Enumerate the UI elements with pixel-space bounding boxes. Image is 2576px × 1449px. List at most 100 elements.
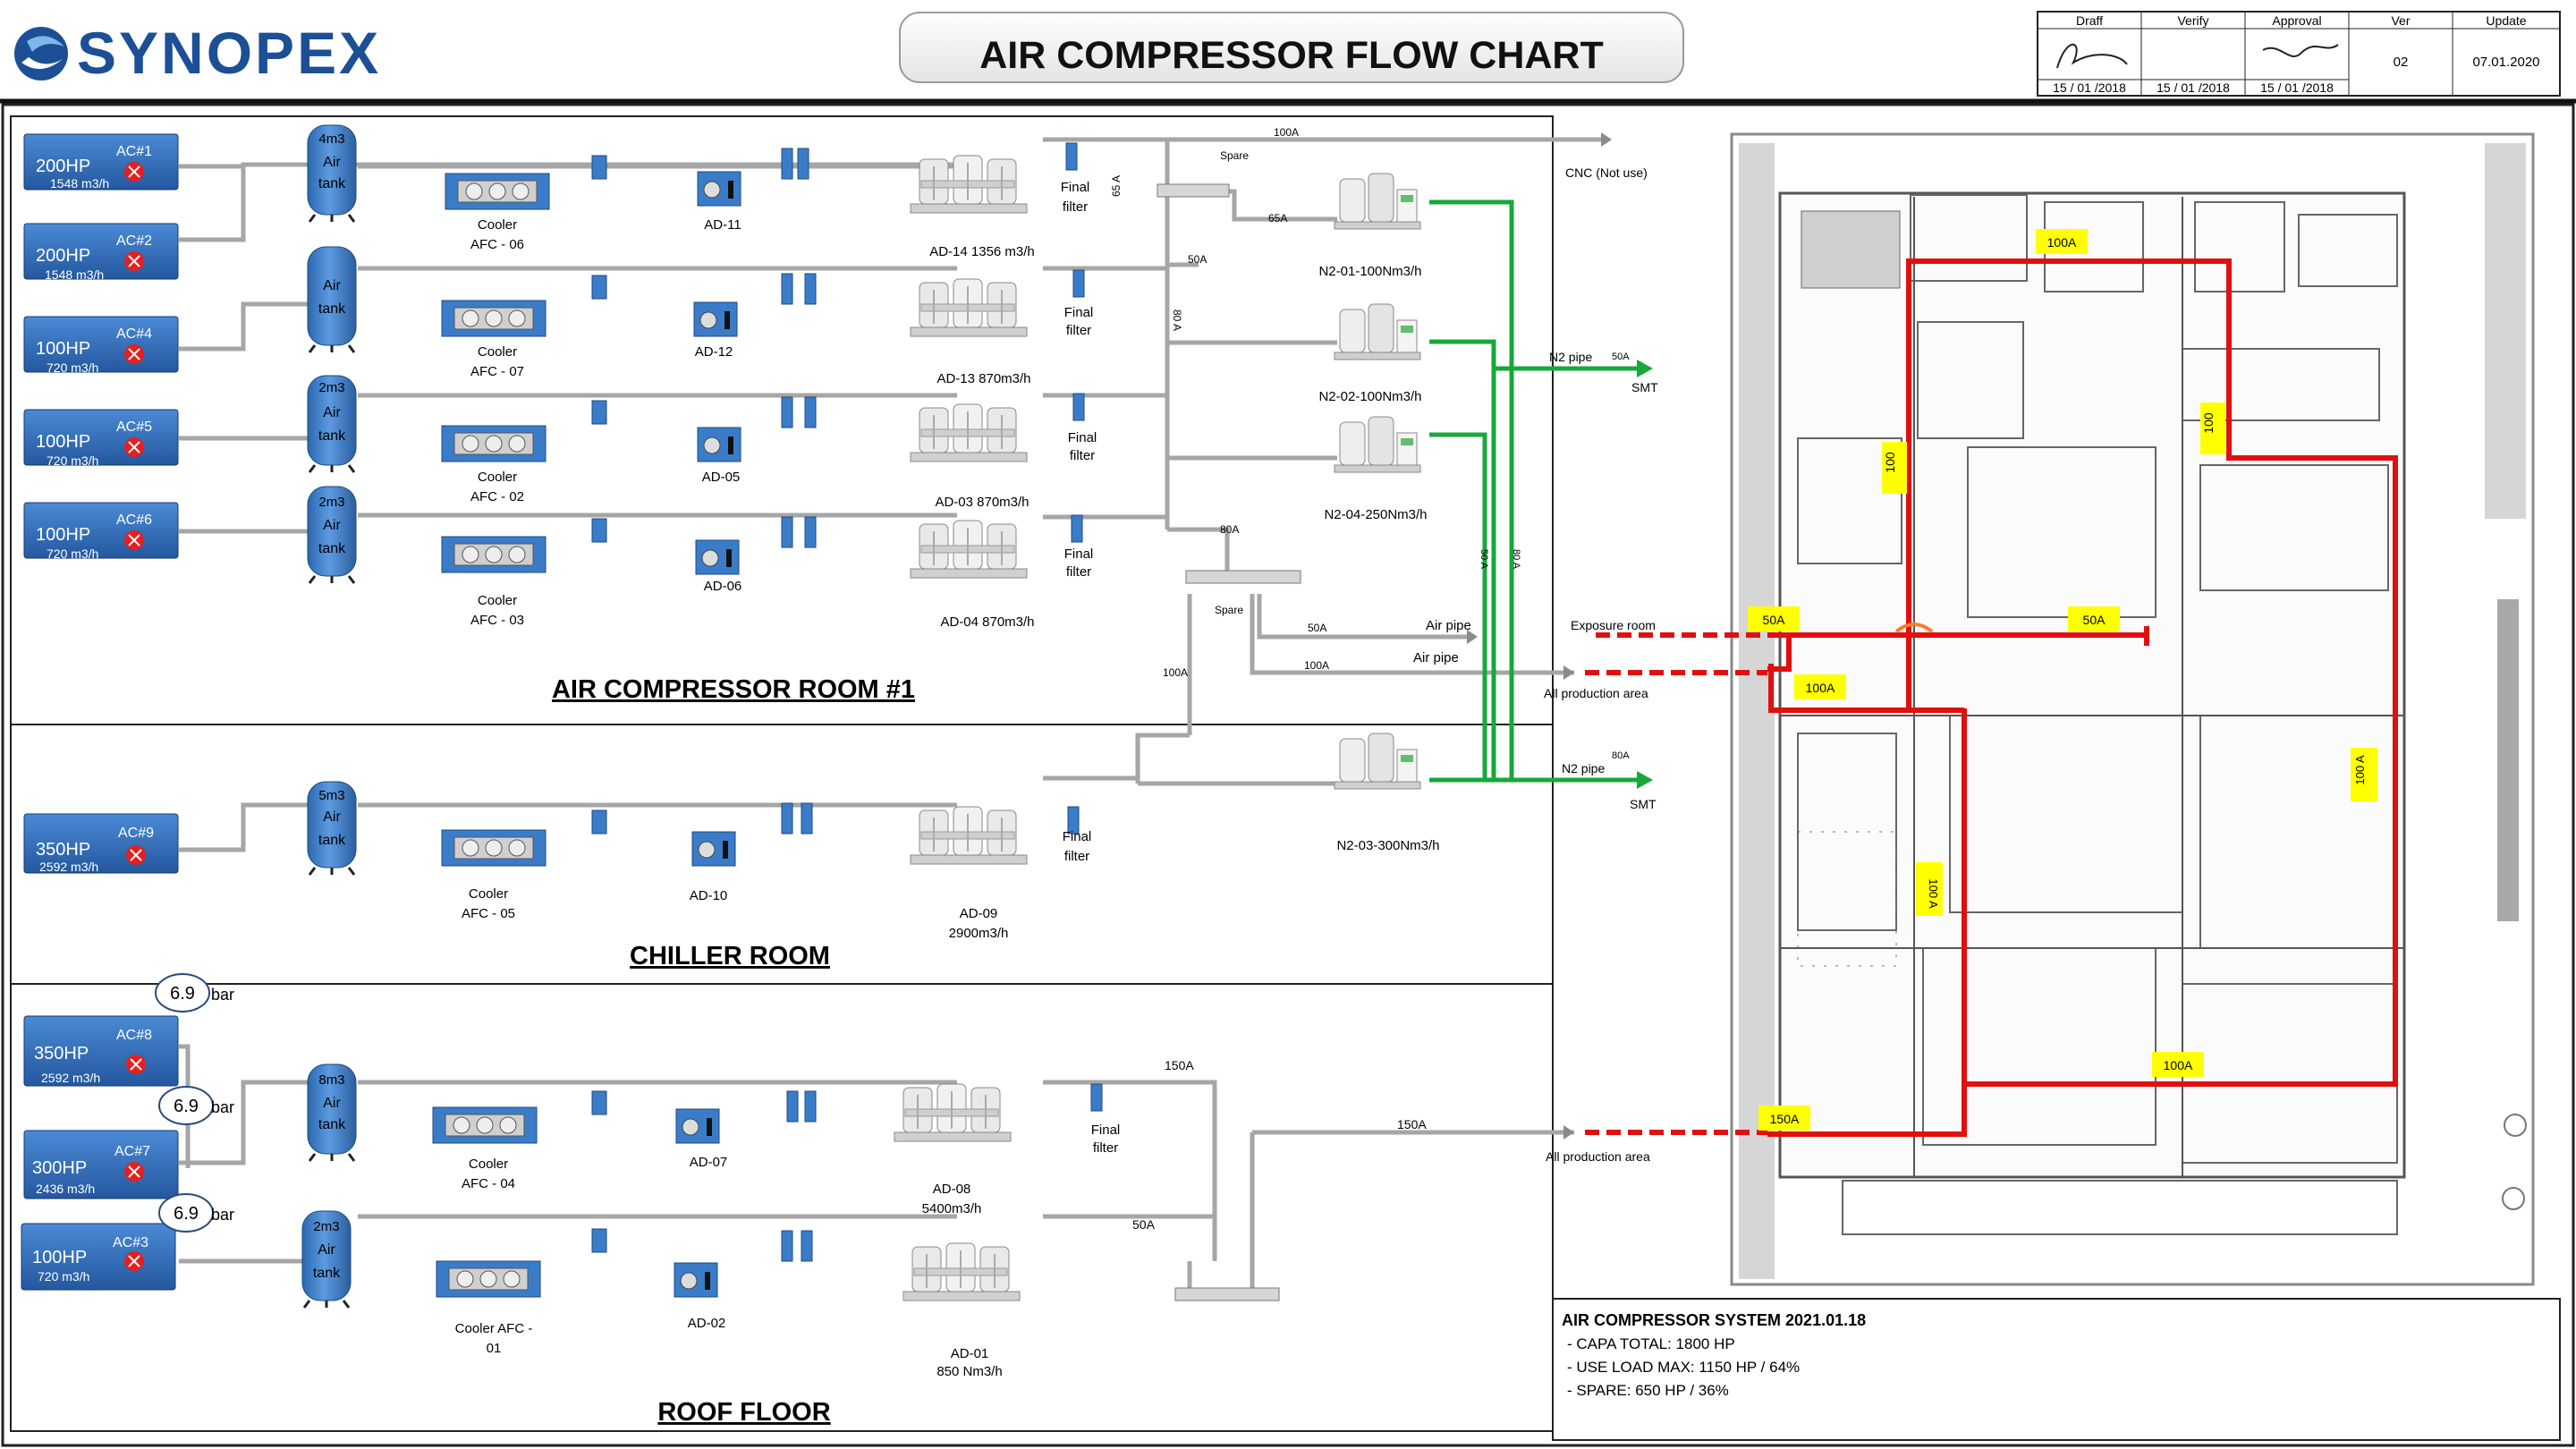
pipe-size-label: 50A bbox=[1612, 352, 1630, 362]
n2-label: N2-03-300Nm3/h bbox=[1336, 838, 1439, 853]
pipe-size-label: 100A bbox=[1274, 126, 1299, 139]
n2-label: N2-02-100Nm3/h bbox=[1318, 389, 1421, 404]
floor-tag-label: 100A bbox=[2047, 235, 2077, 250]
hdr-ver: Ver bbox=[2391, 13, 2410, 28]
arrow-allprod1 bbox=[1563, 665, 1574, 680]
final-filter-label: Final bbox=[1061, 180, 1090, 195]
n2-pipe-label: N2 pipe bbox=[1549, 350, 1592, 364]
hdr-verify: Verify bbox=[2177, 13, 2208, 28]
hdr-approval: Approval bbox=[2272, 13, 2321, 28]
factory-floor-plan bbox=[1692, 127, 2565, 1290]
dryer-label: 850 Nm3/h bbox=[936, 1364, 1002, 1379]
final-filter-label: Final bbox=[1091, 1123, 1121, 1138]
compressor-id: AC#3 bbox=[113, 1235, 148, 1250]
compressor-id: AC#4 bbox=[116, 326, 152, 342]
compressor-flow: 1548 m3/h bbox=[50, 176, 109, 191]
n2-label: N2-01-100Nm3/h bbox=[1318, 264, 1421, 279]
pipe-size-label: 80A bbox=[1220, 523, 1239, 536]
pipe-size-label: 150A bbox=[1397, 1117, 1427, 1131]
air-tank-1: 4m3 Air tank bbox=[307, 124, 357, 223]
dryer-ad04: AD-04 870m3/h bbox=[910, 520, 1035, 630]
header: SYNOPEX AIR COMPRESSOR FLOW CHART Draff … bbox=[0, 11, 2576, 104]
final-filter-label: Final bbox=[1064, 547, 1094, 562]
arrow-n2-pipe1 bbox=[1637, 360, 1653, 377]
floor-tag-label: 100 bbox=[2201, 412, 2216, 434]
tank-volume: 8m3 bbox=[318, 1072, 344, 1088]
pressure-gauge-ac8: 6.9 bar bbox=[155, 973, 234, 1013]
air-tank-4: 2m3 Air tank bbox=[307, 486, 357, 584]
compressor-flow: 720 m3/h bbox=[38, 1269, 89, 1284]
cooler-afc07: Cooler AFC - 07 bbox=[441, 300, 547, 379]
tank-label: Air bbox=[323, 278, 341, 293]
final-filter-label: Final bbox=[1063, 829, 1092, 844]
chiller-room-title: CHILLER ROOM bbox=[630, 942, 830, 970]
dryer-label: AD-12 bbox=[695, 344, 733, 360]
hdr-draff: Draff bbox=[2076, 13, 2103, 28]
dryer-ad14: AD-14 1356 m3/h bbox=[910, 155, 1035, 259]
inline-filters bbox=[591, 142, 1103, 1262]
cooler-afc05: Cooler AFC - 05 bbox=[441, 829, 547, 921]
tank-label: Air bbox=[323, 155, 341, 170]
compressor-flow: 720 m3/h bbox=[47, 360, 98, 375]
ver-value: 02 bbox=[2394, 55, 2409, 70]
cooler-label: Cooler bbox=[469, 886, 508, 902]
tank-label: tank bbox=[318, 428, 346, 444]
date-verify: 15 / 01 /2018 bbox=[2157, 80, 2230, 95]
floor-tag-label: 100 bbox=[1883, 452, 1897, 473]
compressor-id: AC#2 bbox=[116, 233, 152, 249]
compressor-hp: 300HP bbox=[32, 1158, 87, 1178]
system-line: - SPARE: 650 HP / 36% bbox=[1567, 1382, 1729, 1399]
cooler-label: AFC - 04 bbox=[462, 1176, 515, 1191]
dryer-label: AD-03 870m3/h bbox=[935, 495, 1029, 510]
tank-volume: 5m3 bbox=[318, 788, 344, 803]
air-pipe-label: Air pipe bbox=[1413, 650, 1459, 665]
dryer-label: AD-13 870m3/h bbox=[936, 371, 1030, 386]
pipe-size-label: 80 A bbox=[1171, 309, 1183, 331]
tank-volume: 2m3 bbox=[313, 1219, 339, 1234]
compressor-id: AC#9 bbox=[118, 826, 154, 841]
compressor-ac7: 300HP AC#7 2436 m3/h bbox=[23, 1130, 179, 1199]
compressor-flow: 720 m3/h bbox=[47, 453, 98, 468]
tank-volume: 2m3 bbox=[318, 495, 344, 510]
cooler-label: Cooler bbox=[478, 217, 517, 233]
n2-generator-03: N2-03-300Nm3/h bbox=[1334, 733, 1440, 853]
pipe-labels: 100A Spare 65A 65 A 50A 80 A 80A Spare 5… bbox=[1110, 126, 1658, 1232]
tank-label: tank bbox=[313, 1266, 341, 1281]
brand-name: SYNOPEX bbox=[77, 20, 381, 86]
final-filter-label: filter bbox=[1066, 323, 1091, 338]
floor-tag-label: 150A bbox=[1770, 1112, 1800, 1126]
tank-volume: 4m3 bbox=[318, 131, 344, 147]
dryer-label: AD-01 bbox=[951, 1346, 989, 1361]
cooler-label: AFC - 05 bbox=[462, 906, 515, 921]
final-filter-label: Final bbox=[1064, 305, 1094, 320]
air-tank-2: Air tank bbox=[307, 246, 357, 353]
tank-label: Air bbox=[323, 1096, 341, 1111]
compressor-ac2: 200HP AC#2 1548 m3/h bbox=[23, 223, 179, 282]
system-title: AIR COMPRESSOR SYSTEM 2021.01.18 bbox=[1562, 1311, 1866, 1329]
small-dryer-ad07: AD-07 bbox=[675, 1108, 727, 1170]
compressor-id: AC#1 bbox=[116, 144, 152, 159]
cooler-afc02: Cooler AFC - 02 bbox=[441, 425, 547, 504]
tank-label: Air bbox=[323, 809, 341, 825]
spare-label: Spare bbox=[1215, 604, 1243, 616]
floor-tag-label: 100 A bbox=[2353, 755, 2367, 785]
tank-label: Air bbox=[318, 1242, 335, 1258]
pipe-size-label: 100A bbox=[1304, 659, 1329, 672]
arrow-cnc bbox=[1601, 132, 1612, 147]
compressor-hp: 100HP bbox=[36, 432, 90, 452]
update-value: 07.01.2020 bbox=[2472, 55, 2539, 70]
pipe-size-label: 50A bbox=[1308, 622, 1326, 634]
final-filter-label: filter bbox=[1064, 849, 1089, 864]
small-dryer-ad05: AD-05 bbox=[697, 427, 741, 485]
compressor-flow: 2592 m3/h bbox=[41, 1071, 100, 1085]
dryer-label: 5400m3/h bbox=[922, 1201, 982, 1216]
cooler-afc03: Cooler AFC - 03 bbox=[441, 536, 547, 628]
compressor-id: AC#5 bbox=[116, 419, 152, 435]
compressor-flow: 2436 m3/h bbox=[36, 1182, 95, 1196]
red-dashed-connectors bbox=[1585, 632, 1767, 1135]
floor-tag-label: 100A bbox=[1806, 681, 1835, 695]
compressor-hp: 200HP bbox=[36, 157, 90, 176]
tank-label: tank bbox=[318, 833, 346, 848]
all-production-label: All production area bbox=[1544, 686, 1648, 700]
tank-label: tank bbox=[318, 176, 346, 191]
